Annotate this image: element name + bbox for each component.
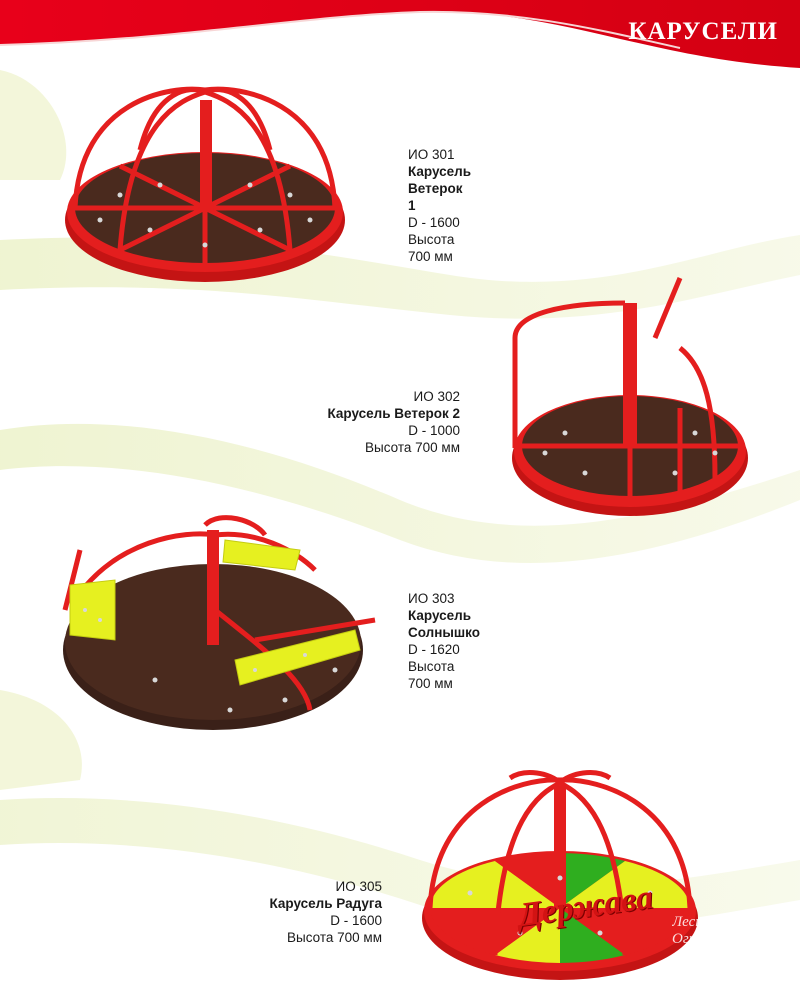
product-diameter: D - 1000 <box>408 423 460 438</box>
product-info: ИО 301 Карусель Ветерок 1 D - 1600 Высот… <box>408 146 471 265</box>
product-name: Карусель Ветерок 2 <box>327 406 460 421</box>
product-name: Карусель Радуга <box>269 896 382 911</box>
product-height: Высота 700 мм <box>408 659 455 691</box>
carousel-solnyshko-image <box>62 515 376 730</box>
product-code: ИО 303 <box>408 591 455 606</box>
product-diameter: D - 1600 <box>330 913 382 928</box>
product-info: ИО 303 Карусель Солнышко D - 1620 Высота… <box>408 590 480 692</box>
product-height: Высота 700 мм <box>287 930 382 945</box>
product-height: Высота 700 мм <box>365 440 460 455</box>
product-code: ИО 305 <box>335 879 382 894</box>
product-diameter: D - 1620 <box>408 642 460 657</box>
carousel-veterok2-image <box>512 277 748 516</box>
product-info: ИО 302 Карусель Ветерок 2 D - 1000 Высот… <box>300 388 460 456</box>
product-info: ИО 305 Карусель Радуга D - 1600 Высота 7… <box>220 878 382 946</box>
product-name: Карусель Солнышко <box>408 608 480 640</box>
product-diameter: D - 1600 <box>408 215 460 230</box>
carousel-veterok1-image <box>65 86 345 282</box>
product-height: Высота 700 мм <box>408 232 455 264</box>
product-name: Карусель Ветерок 1 <box>408 164 472 213</box>
product-code: ИО 301 <box>408 147 455 162</box>
carousel-raduga-image <box>422 770 698 980</box>
brand-tagline: Лестницы и Ограждения <box>672 914 754 947</box>
product-code: ИО 302 <box>413 389 460 404</box>
page-title: КАРУСЕЛИ <box>628 18 778 45</box>
